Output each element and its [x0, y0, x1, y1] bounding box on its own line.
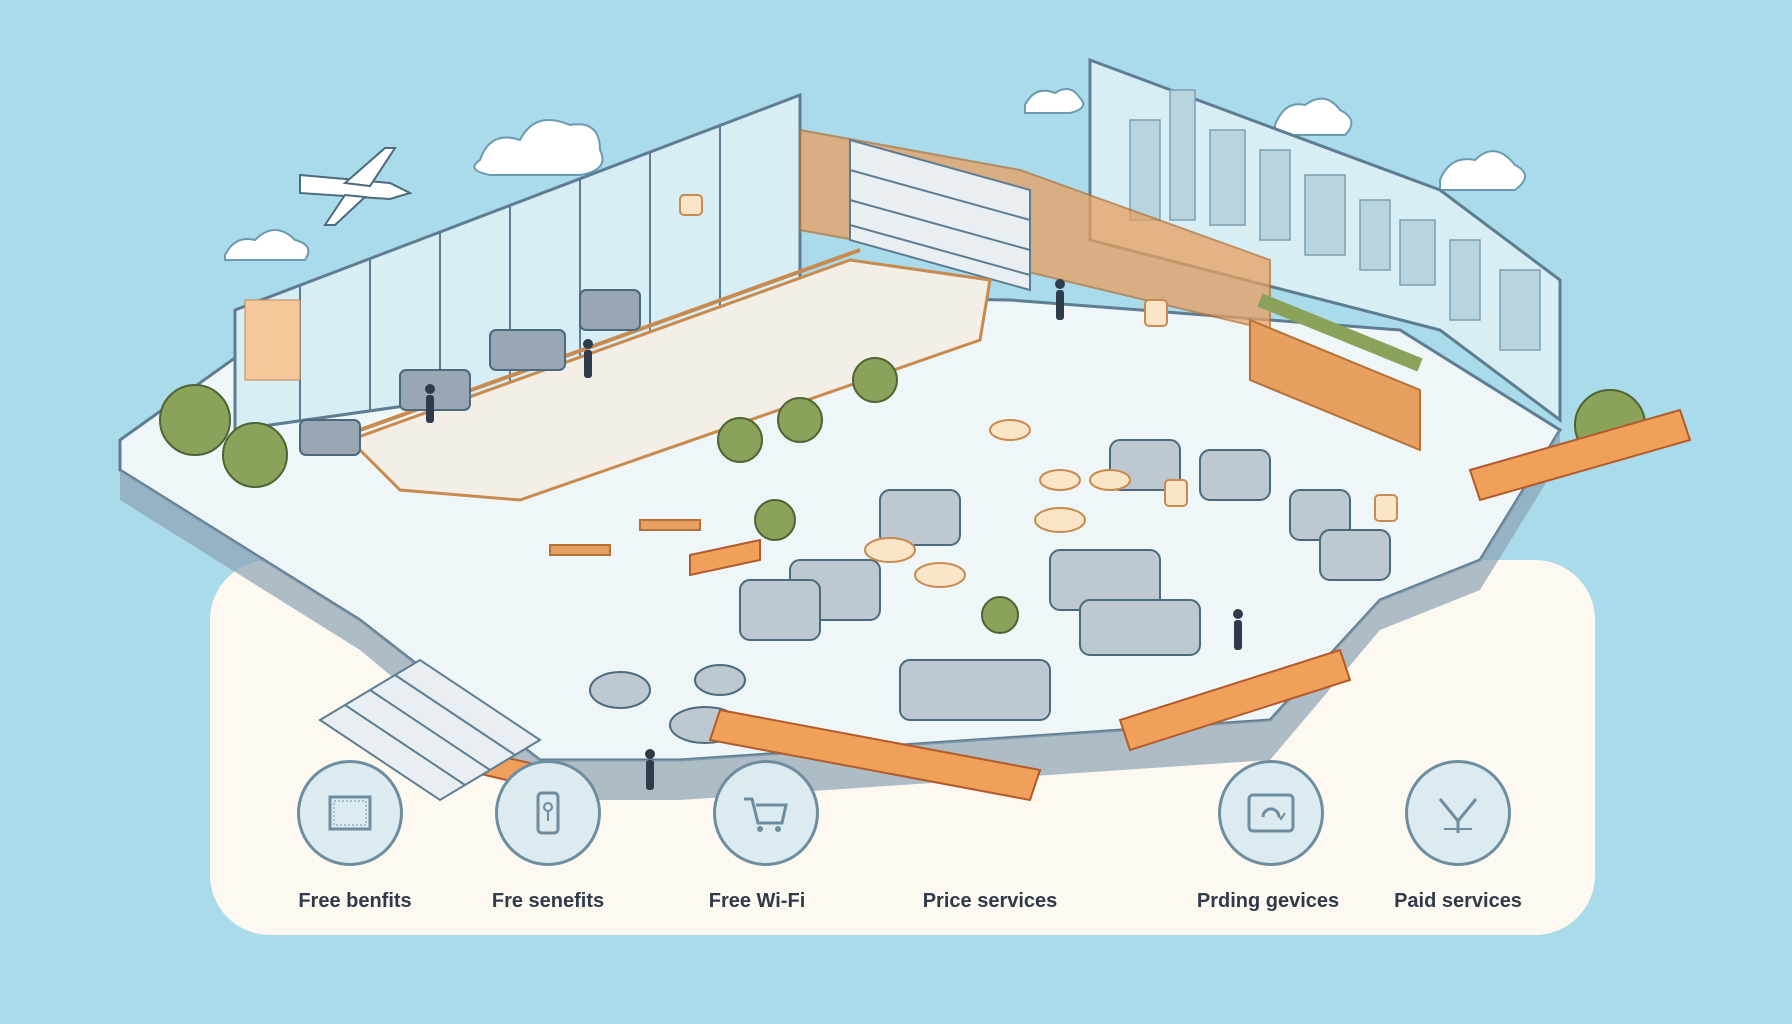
- service-label: Free Wi-Fi: [708, 890, 806, 912]
- cloud-icon: [1024, 88, 1085, 114]
- sofa: [299, 289, 641, 456]
- service-label: Fre senefits: [491, 890, 605, 912]
- person-icon: [425, 279, 1243, 790]
- cloud-icon: [1274, 97, 1353, 136]
- cloud-icon: [1439, 150, 1526, 191]
- refresh-icon: [1247, 793, 1295, 833]
- mezzanine: [347, 258, 992, 502]
- cart-icon: [744, 797, 788, 832]
- lounge-chairs: [739, 439, 1391, 721]
- cafe-tables: [549, 519, 701, 556]
- cross-icon: [1438, 798, 1478, 833]
- grid-icon: [328, 795, 372, 831]
- bar-counter: [1249, 318, 1421, 452]
- service-label: Paid services: [1394, 890, 1522, 912]
- badge-free-wifi: [713, 760, 819, 866]
- phone-icon: [536, 791, 560, 835]
- planter-row: [1257, 293, 1423, 372]
- city-skyline: [1129, 89, 1541, 351]
- staircase: [318, 658, 542, 802]
- airplane-icon: [299, 147, 413, 226]
- badge-prding-gevices: [1218, 760, 1324, 866]
- lamp-icon: [679, 194, 1398, 522]
- badge-free-benefits: [297, 760, 403, 866]
- service-label: Price services: [922, 890, 1058, 912]
- service-label: Prding gevices: [1196, 890, 1340, 912]
- badge-fre-senefits: [495, 760, 601, 866]
- badge-paid-services: [1405, 760, 1511, 866]
- buffet-shelves: [849, 138, 1031, 292]
- cloud-icon: [473, 119, 604, 176]
- service-label: Free benfits: [298, 890, 412, 912]
- cloud-icon: [224, 229, 310, 261]
- coffee-tables: [864, 419, 1131, 588]
- wood-panel: [244, 299, 301, 381]
- seating-pods: [589, 664, 746, 744]
